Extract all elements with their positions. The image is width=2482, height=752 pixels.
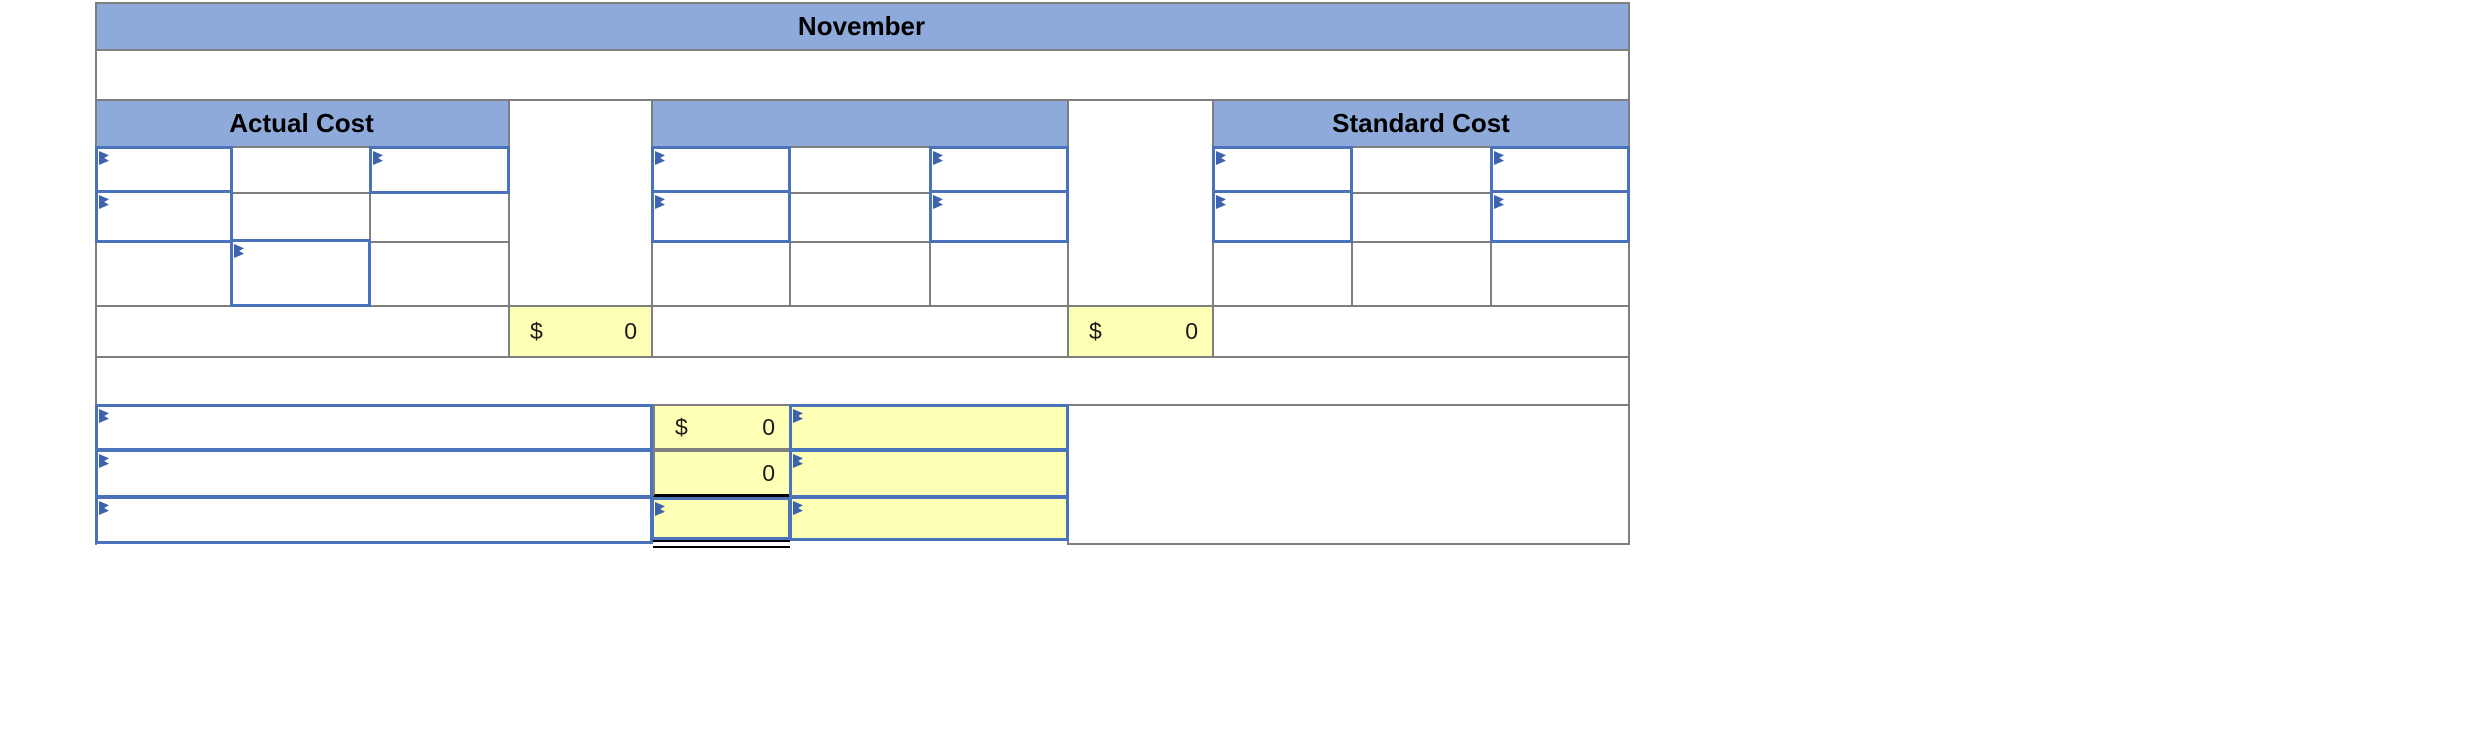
comment-flag-icon [1216,151,1226,165]
input-cell-standard-r2c3[interactable] [1490,190,1630,243]
comment-flag-icon [933,195,943,209]
gridline [369,146,371,307]
comment-flag-icon [655,195,665,209]
grid-right-border [1628,2,1630,545]
gridline [95,99,1630,101]
gridline [95,305,1630,307]
gridline [1212,192,1630,194]
month-header-band: November [95,4,1628,49]
variance-type-cell-3[interactable] [789,496,1069,541]
comment-flag-icon [933,151,943,165]
gridline [651,146,1069,148]
input-cell-middle-r2c1[interactable] [651,190,791,243]
standard-cost-header-band: Standard Cost [1214,101,1628,146]
actual-cost-header-band: Actual Cost [95,101,508,146]
comment-flag-icon [99,195,109,209]
variance-type-cell-1[interactable] [789,404,1069,451]
month-header-label: November [797,11,926,41]
variance-label-cell-2[interactable] [95,449,653,498]
gridline [651,241,1069,243]
comment-flag-icon [793,501,803,515]
gridline [95,192,510,194]
currency-symbol: $ [675,413,688,440]
actual-cost-header-label: Actual Cost [229,108,374,138]
input-cell-actual-r3c2[interactable] [230,239,371,307]
comment-flag-icon [234,244,244,258]
gridline [1212,146,1630,148]
gridline [651,192,1069,194]
input-cell-middle-r1c3[interactable] [929,146,1069,194]
input-cell-standard-r1c3[interactable] [1490,146,1630,194]
standard-total-value: 0 [1185,318,1198,344]
comment-flag-icon [793,409,803,423]
comment-flag-icon [99,151,109,165]
gridline [1067,543,1630,545]
actual-total-value: 0 [624,318,637,344]
grid-left-border [95,2,97,545]
input-cell-actual-r1c3[interactable] [369,146,510,194]
input-cell-actual-r1c1[interactable] [95,146,233,194]
comment-flag-icon [1494,151,1504,165]
input-cell-standard-r1c1[interactable] [1212,146,1353,194]
input-cell-middle-r1c1[interactable] [651,146,791,194]
total-double-underline [653,540,790,548]
comment-flag-icon [99,501,109,515]
gridline [95,146,510,148]
actual-total-cell[interactable]: $ 0 [510,307,651,356]
comment-flag-icon [655,502,665,516]
gridline [1067,404,1630,406]
variance-type-cell-2[interactable] [789,449,1069,498]
currency-symbol: $ [530,318,543,344]
variance-value-1: 0 [762,413,775,440]
variance-value-cell-2[interactable]: 0 [653,450,791,497]
gridline [508,99,510,358]
comment-flag-icon [99,454,109,468]
gridline [95,49,1630,51]
gridline [95,356,1630,358]
variance-value-2: 0 [762,459,775,486]
comment-flag-icon [99,409,109,423]
grid-top-border [95,2,1630,4]
comment-flag-icon [373,151,383,165]
input-cell-middle-r2c3[interactable] [929,190,1069,243]
comment-flag-icon [655,151,665,165]
comment-flag-icon [793,454,803,468]
comment-flag-icon [1216,195,1226,209]
input-cell-standard-r2c1[interactable] [1212,190,1353,243]
variance-value-cell-1[interactable]: $ 0 [653,404,791,450]
gridline [1212,241,1630,243]
input-cell-actual-r2c1[interactable] [95,190,233,243]
variance-label-cell-1[interactable] [95,404,653,451]
currency-symbol: $ [1089,318,1102,344]
variance-total-input-cell[interactable] [651,497,791,540]
variance-header-band [653,101,1067,146]
standard-cost-header-label: Standard Cost [1332,108,1510,138]
standard-total-cell[interactable]: $ 0 [1069,307,1212,356]
comment-flag-icon [1494,195,1504,209]
variance-label-cell-3[interactable] [95,496,653,544]
